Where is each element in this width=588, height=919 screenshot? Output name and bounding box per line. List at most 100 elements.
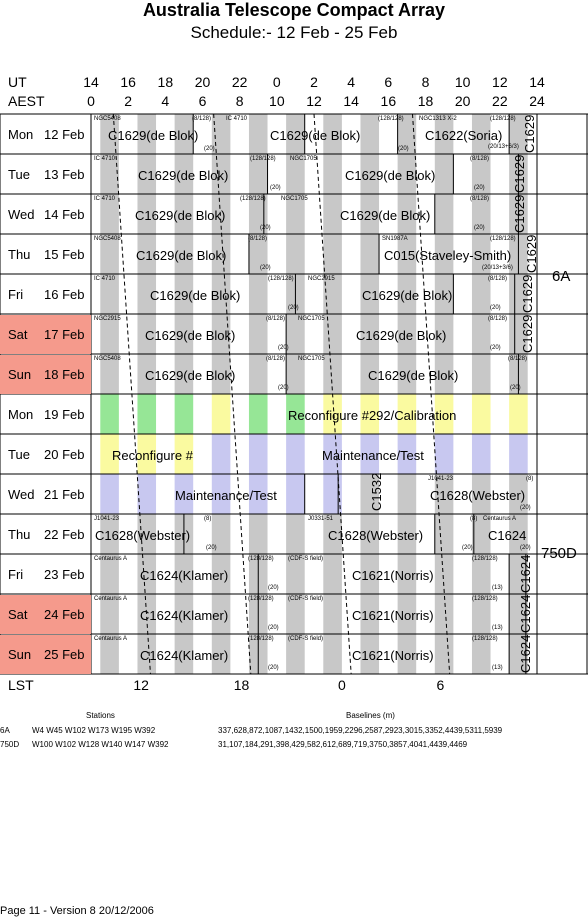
day-name: Sat	[8, 607, 28, 622]
stations-heading: Stations	[86, 711, 115, 720]
day-name: Sun	[8, 367, 32, 382]
hour-stripe	[248, 114, 268, 154]
day-date: 21 Feb	[44, 487, 85, 502]
hour-stripe	[509, 634, 528, 674]
hour-stripe	[248, 434, 268, 474]
frequency-label: (20)	[278, 385, 289, 391]
baseline-list: 337,628,872,1087,1432,1500,1959,2296,258…	[218, 726, 503, 735]
aest-tick-label: 0	[87, 93, 95, 109]
hour-stripe	[509, 274, 528, 314]
hour-stripe	[509, 514, 528, 554]
hour-stripe	[174, 634, 194, 674]
hour-stripe	[434, 594, 454, 634]
frequency-label: (20)	[288, 305, 299, 311]
correlator-label: (128/128)	[240, 196, 266, 202]
source-label: NGC2915	[94, 316, 121, 322]
observation-block: C1629(de Blok)	[340, 208, 431, 223]
correlator-label: (8/128)	[470, 196, 490, 202]
correlator-label: (8/128)	[488, 276, 508, 282]
hour-stripe	[286, 554, 305, 594]
frequency-label: (20)	[462, 545, 473, 551]
source-label: NGC5408	[94, 116, 121, 122]
observation-block: C1628(Webster)	[95, 528, 191, 543]
hour-stripe	[100, 274, 119, 314]
correlator-label: (128/128)	[490, 236, 516, 242]
correlator-label: (8)	[526, 476, 534, 482]
hour-stripe	[323, 394, 342, 434]
hour-stripe	[211, 114, 231, 154]
page-subtitle: Schedule:- 12 Feb - 25 Feb	[190, 23, 398, 42]
hour-stripe	[100, 514, 119, 554]
source-label: IC 4710	[226, 116, 248, 122]
day-date: 14 Feb	[44, 207, 85, 222]
hour-stripe	[286, 474, 305, 514]
aest-tick-label: 14	[343, 93, 359, 109]
hour-stripe	[100, 554, 119, 594]
frequency-label: (20)	[474, 185, 485, 191]
hour-stripe	[509, 434, 528, 474]
hour-stripe	[100, 594, 119, 634]
hour-stripe	[397, 434, 417, 474]
observation-block-vertical: C1532	[369, 472, 384, 511]
lst-track	[411, 113, 451, 675]
hour-stripe	[137, 194, 157, 234]
day-date: 19 Feb	[44, 407, 85, 422]
correlator-label: (8)	[204, 516, 212, 522]
correlator-label: (8/128)	[508, 356, 528, 362]
hour-stripe	[323, 114, 342, 154]
hour-stripe	[211, 234, 231, 274]
hour-stripe	[471, 354, 491, 394]
hour-stripe	[137, 314, 157, 354]
hour-stripe	[174, 554, 194, 594]
hour-stripe	[248, 154, 268, 194]
ut-tick-label: 2	[310, 74, 318, 90]
ut-tick-label: 12	[492, 74, 508, 90]
hour-stripe	[137, 434, 157, 474]
observation-block: C1624(Klamer)	[140, 648, 229, 663]
lst-track	[313, 113, 352, 675]
hour-stripe	[434, 274, 454, 314]
ut-tick-label: 4	[347, 74, 356, 90]
correlator-label: (128/128)	[250, 156, 276, 162]
source-label: SN1987A	[382, 236, 408, 242]
hour-stripe	[211, 594, 231, 634]
correlator-label: (8)	[470, 516, 478, 522]
hour-stripe	[137, 114, 157, 154]
day-date: 16 Feb	[44, 287, 85, 302]
hour-stripe	[100, 314, 119, 354]
hour-stripe	[360, 394, 380, 434]
hour-stripe	[360, 154, 380, 194]
hour-stripe	[323, 194, 342, 234]
station-list: W100 W102 W128 W140 W147 W392	[32, 740, 169, 749]
day-date: 12 Feb	[44, 127, 85, 142]
hour-stripe	[360, 114, 380, 154]
source-label: J0331-51	[308, 516, 334, 522]
hour-stripe	[360, 594, 380, 634]
hour-stripe	[100, 434, 119, 474]
frequency-label: (20)	[278, 345, 289, 351]
observation-block: C1629(de Blok)	[145, 328, 236, 343]
hour-stripe	[137, 274, 157, 314]
hour-stripe	[174, 194, 194, 234]
observation-block: C1621(Norris)	[352, 568, 434, 583]
hour-stripe	[211, 394, 231, 434]
hour-stripe	[100, 634, 119, 674]
ut-tick-label: 6	[384, 74, 393, 90]
source-label: J1041-23	[94, 516, 120, 522]
source-label: NGC1705	[298, 316, 325, 322]
hour-stripe	[323, 354, 342, 394]
observation-block: C1629(de Blok)	[362, 288, 453, 303]
correlator-label: (8/128)	[266, 356, 286, 362]
observation-block: C1621(Norris)	[352, 608, 434, 623]
hour-stripe	[174, 314, 194, 354]
hour-stripe	[248, 234, 268, 274]
source-label: (CDF-S field)	[288, 556, 324, 562]
frequency-label: (20)	[268, 625, 279, 631]
hour-stripe	[286, 234, 305, 274]
frequency-label: (20/13+6/3)	[488, 144, 519, 150]
hour-stripe	[174, 354, 194, 394]
